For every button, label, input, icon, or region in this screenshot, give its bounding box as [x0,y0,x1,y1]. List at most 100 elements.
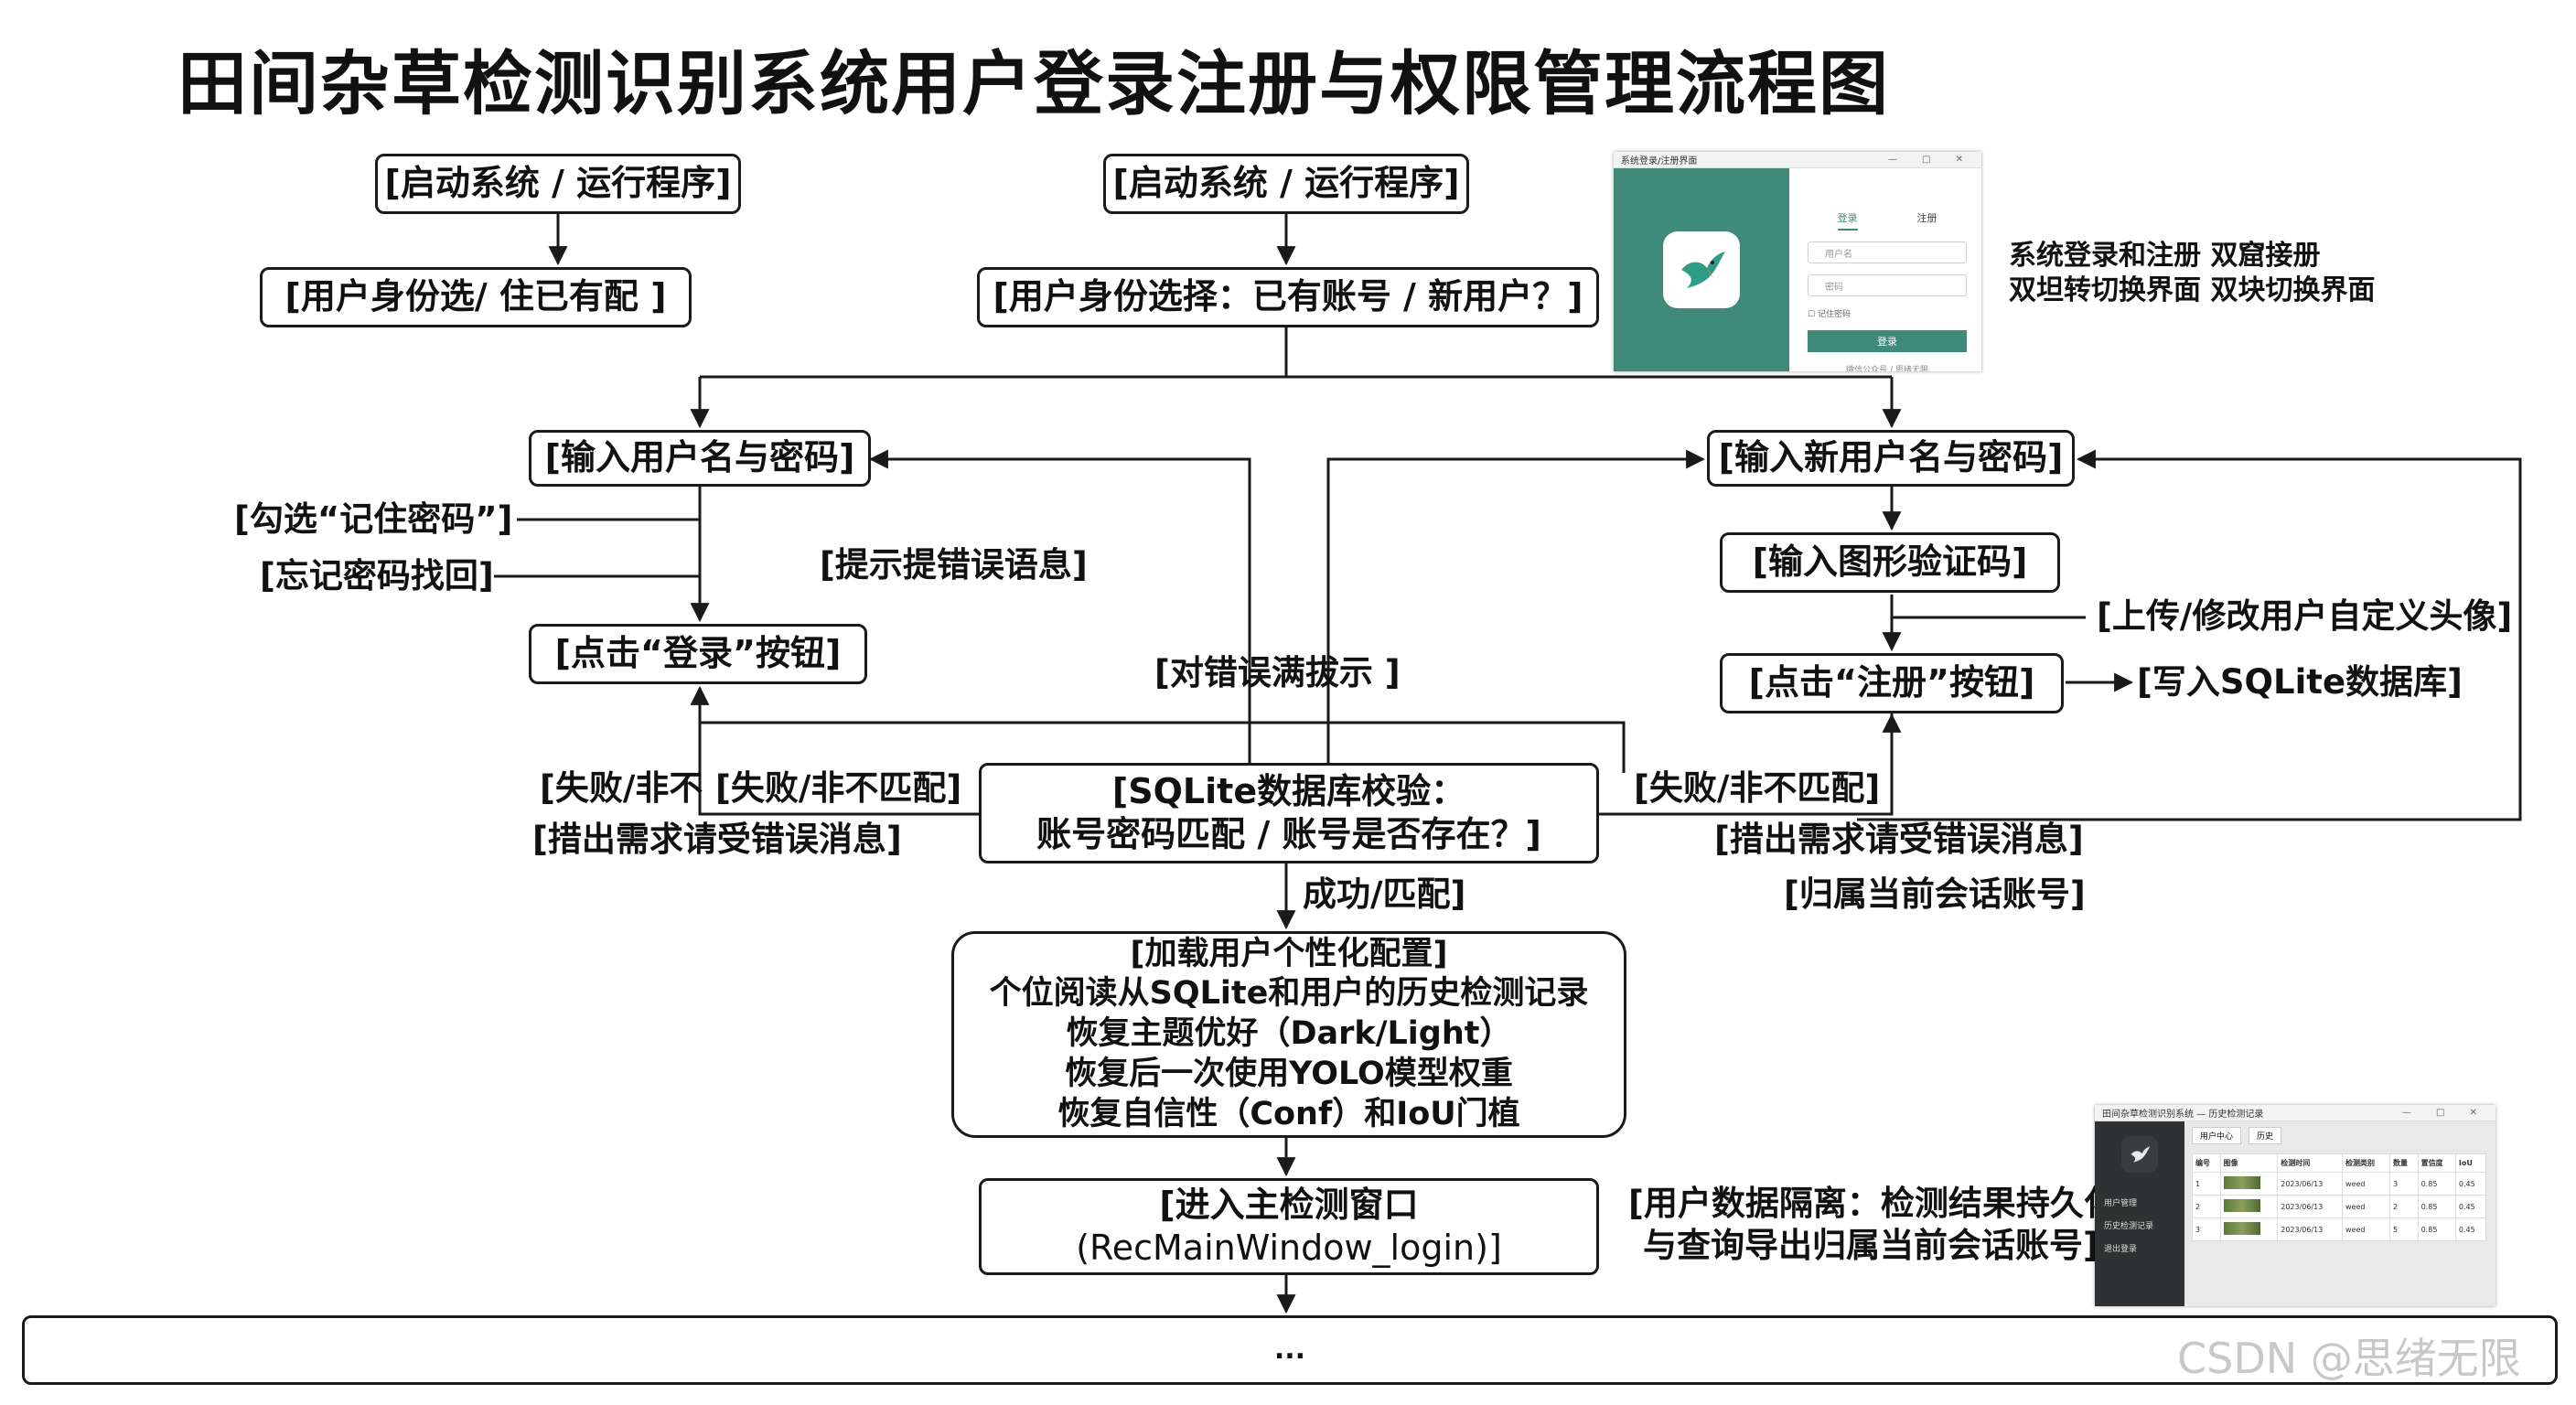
sidebar-item-history[interactable]: 历史检测记录 [2104,1222,2154,1231]
register-click-box: [点击“注册”按钮] [1720,653,2064,713]
captcha-box: [输入图形验证码] [1720,532,2060,593]
table-header: 图像 [2219,1153,2279,1173]
table-header: 数量 [2388,1153,2419,1173]
tab-login[interactable]: 登录 [1837,210,1858,231]
login-window-controls: — □ ✕ [1887,155,1974,165]
main-window-controls: — □ ✕ [2401,1108,2488,1118]
table-row[interactable]: 2 2023/06/13 weed 2 0.85 0.45 [2192,1195,2487,1218]
main-window-box: [进入主检测窗口 (RecMainWindow_login)] [979,1178,1599,1275]
history-table: 编号 图像 检测时间 检测类别 数量 置信度 IoU 1 2023/06/13 … [2192,1153,2487,1241]
table-cell: 0.45 [2454,1217,2487,1241]
bottom-continuation-box: ... [22,1315,2558,1385]
login-input-box: [输入用户名与密码] [529,430,871,487]
main-window-screenshot: 田间杂草检测识别系统 — 历史检测记录 — □ ✕ 用户管理 历史检测记录 退出… [2095,1105,2496,1306]
weed-thumbnail [2223,1222,2260,1235]
isolation-line-1: [用户数据隔离：检测结果持久化 [1628,1184,2118,1223]
table-cell: 2 [2388,1195,2419,1218]
arrow-error-return-login [868,449,1251,773]
table-cell: 0.85 [2417,1172,2456,1196]
tab-register[interactable]: 注册 [1916,212,1937,224]
fail-left-label: [失败/非不 [540,768,703,808]
bird-logo-icon-small [2121,1136,2158,1173]
weed-thumbnail [2223,1199,2260,1212]
error-hint-label: [提示提错误语息] [820,545,1088,585]
sidebar-item-users[interactable]: 用户管理 [2104,1199,2138,1208]
username-field[interactable]: 用户名 [1808,241,1967,263]
verify-line-2: 账号密码匹配 / 账号是否存在？] [1036,814,1541,854]
main-window-line-2: (RecMainWindow_login)] [1076,1228,1502,1268]
table-header: IoU [2454,1153,2487,1173]
table-cell: weed [2342,1217,2390,1241]
write-db-label: [写入SQLite数据库] [2137,662,2463,702]
forgot-label: [忘记密码找回] [260,556,494,595]
login-caption-line-1: 系统登录和注册 双窟接册 [2009,240,2321,272]
table-cell: 5 [2388,1217,2419,1241]
table-cell: 2023/06/13 [2277,1172,2343,1196]
isolation-line-2: 与查询导出归属当前会话账号] [1643,1226,2098,1265]
config-line-1: [加载用户个性化配置] [1130,935,1448,972]
tab-history[interactable]: 历史 [2249,1127,2282,1144]
table-cell: 3 [2388,1172,2419,1196]
fail-right-label: [失败/非不匹配] [1634,768,1881,808]
config-line-2: 个位阅读从SQLite和用户的历史检测记录 [989,975,1589,1013]
login-screenshot: 系统登录/注册界面 — □ ✕ 登录 注册 用户名 密码 ☐ 记住密码 登录 微… [1614,152,1981,371]
remember-checkbox[interactable]: ☐ 记住密码 [1808,310,1851,319]
login-form: 登录 注册 用户名 密码 ☐ 记住密码 登录 微信公众号 / 思绪无限 [1808,168,1967,371]
remember-checkbox-label: 记住密码 [1817,310,1851,319]
table-cell: weed [2342,1195,2390,1218]
table-header: 置信度 [2417,1153,2456,1173]
table-cell: 2023/06/13 [2277,1195,2343,1218]
table-cell: 0.45 [2454,1172,2487,1196]
fail-left-label-2: [失败/非不匹配] [715,768,962,808]
table-cell: 1 [2192,1172,2221,1196]
main-sidebar: 用户管理 历史检测记录 退出登录 [2095,1121,2184,1306]
load-config-box: [加载用户个性化配置] 个位阅读从SQLite和用户的历史检测记录 恢复主题优好… [951,931,1626,1138]
table-cell-thumbnail [2219,1172,2279,1196]
table-header: 编号 [2192,1153,2221,1173]
fail-msg-left-label: [措出需求请受错误消息] [532,820,902,859]
center-identity-box: [用户身份选择：已有账号 / 新用户？] [977,267,1599,327]
belong-label: [归属当前会话账号] [1784,874,2086,914]
table-header: 检测类别 [2342,1153,2390,1173]
table-row[interactable]: 3 2023/06/13 weed 5 0.85 0.45 [2192,1217,2487,1241]
fail-msg-right-label: [措出需求请受错误消息] [1714,820,2084,859]
table-cell: 3 [2192,1217,2221,1241]
login-click-box: [点击“登录”按钮] [529,624,867,684]
middle-note-label: [对错误满拔示 ] [1154,653,1401,692]
password-field[interactable]: 密码 [1808,274,1967,296]
table-cell: 2 [2192,1195,2221,1218]
history-table-area: 用户中心 历史 编号 图像 检测时间 检测类别 数量 置信度 IoU 1 202… [2184,1121,2496,1306]
login-brand-pane [1614,168,1789,371]
login-button[interactable]: 登录 [1808,330,1967,352]
sidebar-item-logout[interactable]: 退出登录 [2104,1245,2138,1254]
login-footer: 微信公众号 / 思绪无限 [1846,366,1928,371]
config-line-5: 恢复自信性（Conf）和IoU门植 [1057,1095,1520,1132]
verify-line-1: [SQLite数据库校验： [1111,770,1466,811]
table-header: 检测时间 [2277,1153,2343,1173]
config-line-3: 恢复主题优好（Dark/Light） [1066,1015,1512,1053]
arrow-fail-to-login-click [690,685,979,816]
avatar-label: [上传/修改用户自定义头像] [2097,596,2513,636]
table-row[interactable]: 1 2023/06/13 weed 3 0.85 0.45 [2192,1172,2487,1196]
arrow-error-return-register [1326,449,1706,773]
main-window-title: 田间杂草检测识别系统 — 历史检测记录 [2102,1110,2264,1120]
main-window-titlebar: 田间杂草检测识别系统 — 历史检测记录 — □ ✕ [2095,1105,2496,1121]
weed-thumbnail [2223,1176,2260,1189]
config-line-4: 恢复后一次使用YOLO模型权重 [1065,1055,1513,1092]
table-cell: 0.45 [2454,1195,2487,1218]
verify-box: [SQLite数据库校验： 账号密码匹配 / 账号是否存在？] [979,763,1599,863]
main-window-line-1: [进入主检测窗口 [1159,1184,1419,1225]
login-caption-line-2: 双坦转切换界面 双块切换界面 [2009,274,2376,306]
success-label: 成功/匹配] [1303,874,1466,914]
table-cell: 0.85 [2417,1217,2456,1241]
table-cell: 2023/06/13 [2277,1217,2343,1241]
login-window-titlebar: 系统登录/注册界面 — □ ✕ [1614,152,1981,168]
remember-label: [勾选“记住密码”] [234,499,513,539]
tab-user-center[interactable]: 用户中心 [2192,1127,2242,1144]
watermark: CSDN @思绪无限 [2177,1334,2521,1383]
left-start-box: [启动系统 / 运行程序] [375,154,741,214]
register-input-box: [输入新用户名与密码] [1707,430,2075,487]
table-cell-thumbnail [2219,1217,2279,1241]
arrow-fail-to-register-click [1599,713,1902,816]
